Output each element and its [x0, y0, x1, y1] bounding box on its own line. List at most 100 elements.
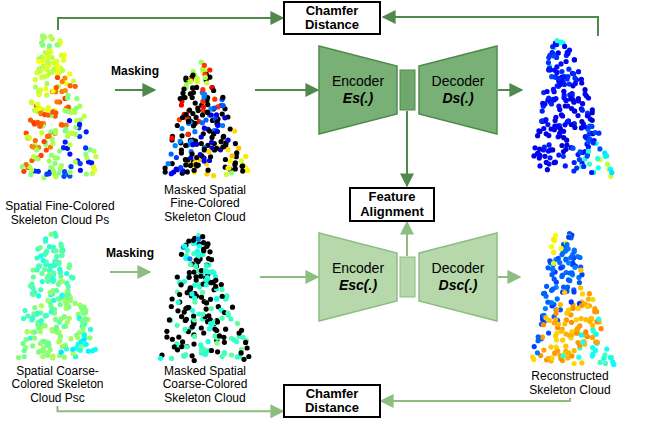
cloud-point [546, 67, 551, 72]
cloud-point [532, 145, 537, 150]
alignment-arrow [406, 111, 408, 186]
cloud-point [179, 252, 184, 257]
cloud-point [50, 277, 55, 282]
cloud-point [235, 354, 240, 359]
cloud-point [54, 85, 59, 90]
cloud-point [192, 168, 197, 173]
cloud-point [39, 303, 44, 308]
cloud-point [571, 168, 576, 173]
cloud-point [54, 254, 59, 259]
cloud-point [172, 344, 177, 349]
cloud-point [49, 232, 54, 237]
cloud-point [68, 170, 73, 175]
cloud-point [45, 298, 50, 303]
cloud-point [183, 143, 188, 148]
cloud-point [221, 335, 226, 340]
cloud-point [604, 153, 609, 158]
cloud-point [31, 274, 36, 279]
cloud-point [202, 126, 207, 131]
cloud-point [188, 91, 193, 96]
cloud-point [48, 290, 53, 295]
cloud-point [235, 321, 240, 326]
cloud-point [63, 139, 68, 144]
cloud-point [44, 92, 49, 97]
cloud-point [70, 275, 75, 280]
cloud-point [535, 350, 540, 355]
cloud-point [596, 131, 601, 136]
cloud-point [51, 353, 56, 358]
cloud-point [540, 109, 545, 114]
cloud-point [569, 299, 574, 304]
point-cloud: Reconstructed Skeleton Cloud [520, 228, 620, 398]
cloud-point [67, 71, 72, 76]
cloud-point [586, 296, 591, 301]
cloud-point [566, 277, 571, 282]
cloud-point [214, 146, 219, 151]
cloud-point [550, 267, 555, 272]
cloud-point [559, 79, 564, 84]
cloud-point [177, 292, 182, 297]
cloud-point [188, 286, 193, 291]
cloud-point [58, 166, 63, 171]
cloud-point [194, 162, 199, 167]
cloud-point [547, 155, 552, 160]
cloud-point [20, 164, 25, 169]
cloud-point [236, 146, 241, 151]
cloud-point [179, 133, 184, 138]
cloud-point [233, 166, 238, 171]
cloud-point [207, 129, 212, 134]
cloud-point [70, 108, 75, 113]
cloud-point [22, 354, 27, 359]
cloud-point [544, 284, 549, 289]
cloud-point [68, 142, 73, 147]
cloud-point [59, 350, 64, 355]
cloud-point [220, 316, 225, 321]
cloud-point [200, 312, 205, 317]
cloud-point [206, 313, 211, 318]
cloud-point [609, 170, 614, 175]
cloud-point [22, 348, 27, 353]
cloud-point [170, 337, 175, 342]
cloud-point [201, 248, 206, 253]
cloud-point [546, 162, 551, 167]
cloud-point [572, 125, 577, 130]
cloud-point [572, 57, 577, 62]
cloud-point [35, 156, 40, 161]
cloud-point [211, 173, 216, 178]
cloud-point [582, 124, 587, 129]
cloud-point [179, 282, 184, 287]
cloud-point [82, 333, 87, 338]
cloud-point [232, 128, 237, 133]
cloud-point [605, 162, 610, 167]
cloud-point [591, 140, 596, 145]
cloud-point [589, 170, 594, 175]
cloud-point [212, 97, 217, 102]
cloud-point [56, 282, 61, 287]
cloud-point [88, 327, 93, 332]
cloud-point [47, 43, 52, 48]
cloud-point [207, 249, 212, 254]
cloud-point [84, 342, 89, 347]
cloud-point [240, 164, 245, 169]
block-label: Decoder [432, 73, 485, 91]
cloud-point [546, 60, 551, 65]
cloud-point [57, 267, 62, 272]
cloud-point [158, 356, 163, 361]
cloud-point [544, 131, 549, 136]
cloud-point [243, 340, 248, 345]
cloud-point [28, 118, 33, 123]
cloud-point [205, 275, 210, 280]
cloud-point [48, 304, 53, 309]
cloud-point [199, 141, 204, 146]
cloud-point [559, 143, 564, 148]
cloud-point [48, 165, 53, 170]
cloud-point [542, 154, 547, 159]
cloud-point [197, 243, 202, 248]
latent-bottleneck [400, 70, 415, 110]
cloud-point [41, 348, 46, 353]
cloud-point [192, 299, 197, 304]
cloud-point [164, 329, 169, 334]
cloud-point [569, 320, 574, 325]
cloud-point [40, 354, 45, 359]
cloud-point [30, 343, 35, 348]
